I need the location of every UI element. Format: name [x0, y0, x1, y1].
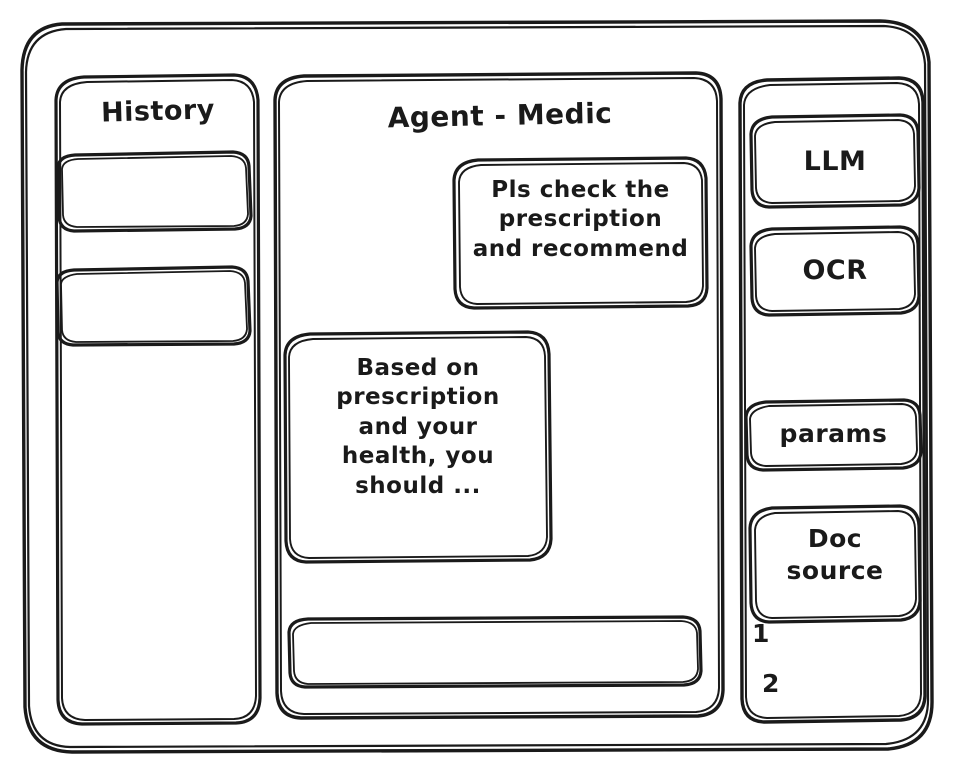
composer-input[interactable] [289, 617, 701, 687]
tool-chip-params[interactable]: params [746, 400, 921, 470]
tool-chip-ocr[interactable]: OCR [751, 227, 919, 315]
user-message-text: Pls check the prescription and recommend [472, 177, 689, 262]
tool-chip-params-label: params [779, 419, 888, 448]
user-message-bubble: Pls check the prescription and recommend [454, 158, 707, 308]
agent-message-bubble: Based on prescription and your health, y… [285, 332, 551, 562]
tool-chip-doc-source[interactable]: Doc source [750, 506, 920, 622]
tool-chip-llm[interactable]: LLM [751, 115, 919, 207]
tool-chip-ocr-label: OCR [802, 255, 868, 286]
history-panel[interactable] [56, 75, 260, 724]
tool-chip-llm-label: LLM [803, 146, 867, 177]
doc-source-item-2[interactable]: 2 [762, 669, 780, 698]
doc-source-item-1[interactable]: 1 [752, 619, 770, 648]
tool-chip-doc-source-label: Doc source [786, 524, 884, 585]
agent-message-text: Based on prescription and your health, y… [336, 355, 500, 499]
agent-page-title: Agent - Medic [387, 96, 613, 135]
